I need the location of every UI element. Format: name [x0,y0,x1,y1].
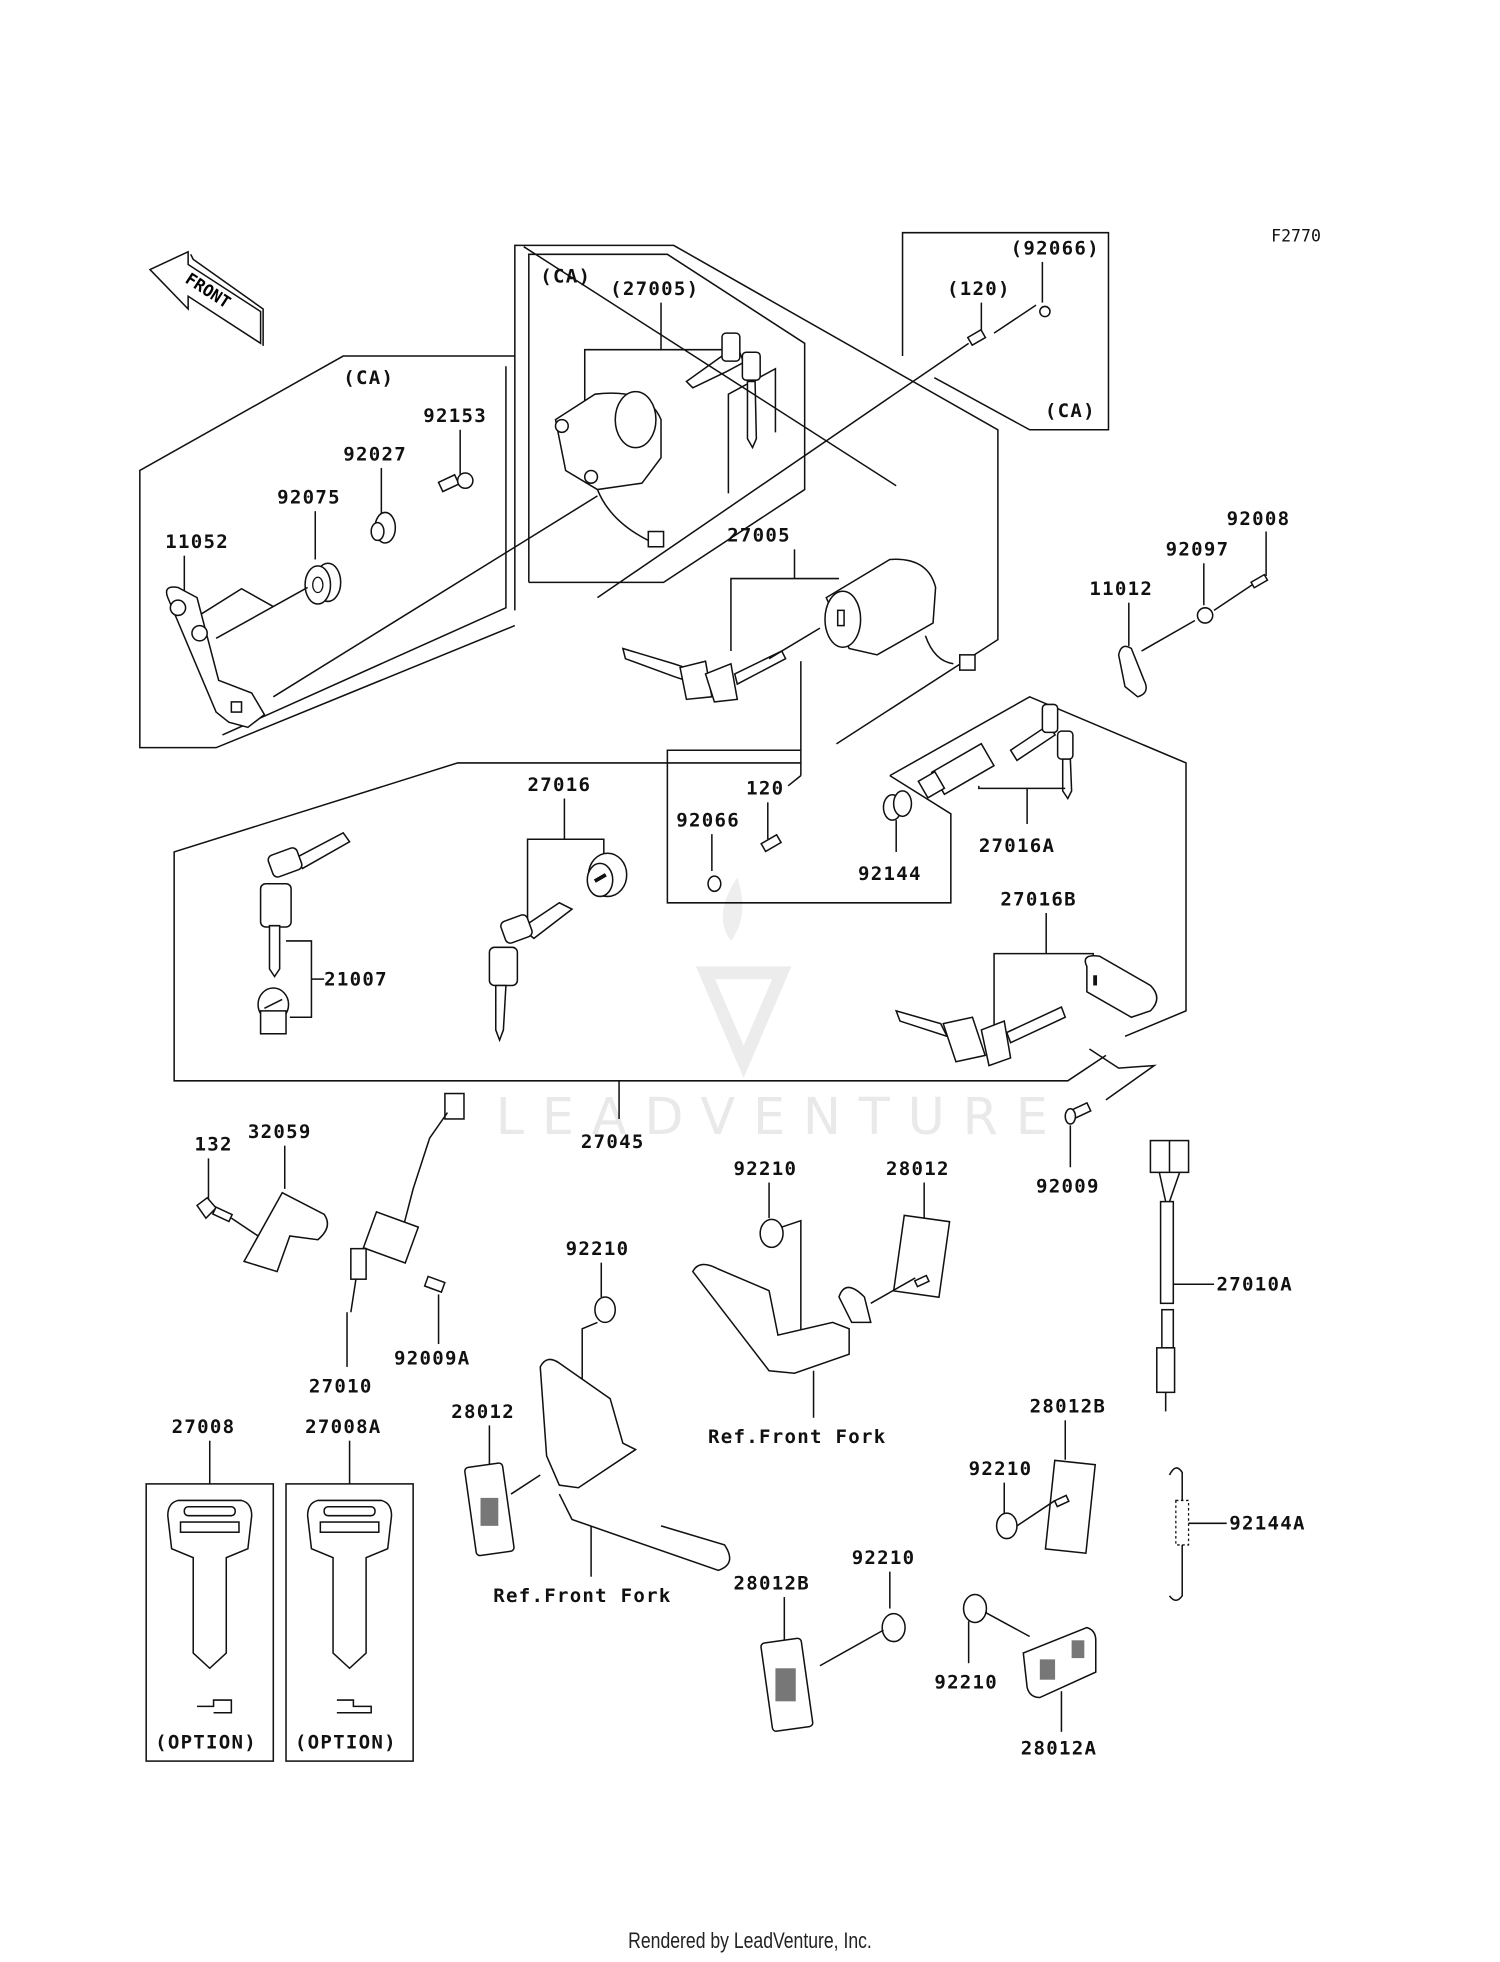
part-32059-bracket [242,1191,329,1273]
part-92008-bolt [1250,573,1269,589]
part-92210-nut [759,1218,784,1249]
part-27016B-lock [1084,955,1158,1019]
label-option-a: (OPTION) [155,1731,257,1753]
label-92027: 92027 [343,443,407,465]
part-27005-keys [621,647,787,703]
label-120: 120 [746,778,784,800]
part-92066-washer-ca [1039,305,1051,318]
group-ca-left: (CA) [343,367,394,389]
part-28012B-reflector-right [1044,1459,1097,1555]
label-92144A: 92144A [1229,1513,1305,1535]
part-11012-plate [1117,645,1147,698]
front-arrow-icon: FRONT [148,250,264,346]
label-27016A: 27016A [979,835,1055,857]
label-92144: 92144 [858,863,922,885]
part-front-fork-bracket-left [539,1358,731,1572]
label-11052: 11052 [165,531,229,553]
label-ref-front-fork-a: Ref.Front Fork [708,1426,886,1448]
label-132: 132 [194,1134,232,1156]
part-27010A-switch [1149,1139,1190,1412]
part-21007-lock-cylinder [257,987,290,1035]
part-92210-nut [881,1612,906,1643]
part-27016A-keys [1009,703,1074,801]
label-27005-paren: (27005) [610,278,699,300]
part-28012-reflector-right [892,1214,951,1299]
label-92066: 92066 [676,810,740,832]
part-92144-spring [882,790,913,821]
label-27016: 27016 [528,774,592,796]
label-11012: 11012 [1089,578,1153,600]
part-28012-reflector-left [464,1462,515,1557]
part-21007-keys [259,831,351,978]
label-27010A: 27010A [1217,1274,1293,1296]
label-28012B-b: 28012B [733,1572,809,1594]
part-120-screw-ca [966,328,987,347]
watermark: LEADVENTURE [496,877,1066,1146]
label-92066-paren: (92066) [1011,237,1100,259]
label-92210-b: 92210 [566,1238,630,1260]
part-27008A-key [306,1499,393,1670]
part-27016-keys [488,901,574,1043]
part-92027-collar [370,511,397,544]
part-92066-washer [707,875,722,893]
label-92097: 92097 [1166,539,1230,561]
part-120-screw [760,833,783,853]
label-27005: 27005 [727,525,791,547]
part-11052-bracket [165,586,266,729]
part-27005-keys-ca [685,332,761,450]
part-92210-nut [962,1593,988,1624]
cut-icon [336,1699,372,1714]
part-27016-lock-cylinder [586,852,628,898]
part-front-fork-bracket-right [691,1263,872,1375]
part-132-bolt [195,1196,234,1223]
group-ca-right: (CA) [1045,400,1096,422]
label-27016B: 27016B [1000,888,1076,910]
part-92075-grommet [304,562,342,605]
label-92210-d: 92210 [852,1547,916,1569]
part-92210-nut [594,1296,617,1324]
part-92009-screw [1064,1101,1092,1125]
diagram-code: F2770 [1271,227,1321,246]
label-92008: 92008 [1227,508,1291,530]
part-92009A-screw [423,1275,446,1294]
footer-credit: Rendered by LeadVenture, Inc. [628,1928,872,1953]
part-27010-switch [350,1092,465,1313]
group-ca-center: (CA) [540,265,591,287]
part-27005-ignition-switch [824,558,976,671]
label-92153: 92153 [423,405,487,427]
label-28012A: 28012A [1021,1738,1097,1760]
label-27008A: 27008A [305,1416,381,1438]
label-92009A: 92009A [394,1347,470,1369]
part-92097-washer [1196,607,1214,624]
cut-icon [197,1699,233,1714]
label-27008: 27008 [172,1416,236,1438]
label-ref-front-fork-b: Ref.Front Fork [493,1585,671,1607]
label-27010: 27010 [309,1375,373,1397]
label-120-paren: (120) [947,278,1011,300]
label-28012-a: 28012 [886,1158,950,1180]
label-92210-a: 92210 [733,1158,797,1180]
label-28012-b: 28012 [451,1401,515,1423]
part-28012B-reflector-lower [760,1637,814,1732]
label-92009: 92009 [1036,1176,1100,1198]
part-27005-ignition-switch-ca [554,390,665,548]
label-92075: 92075 [277,487,341,509]
part-27008-key [167,1499,253,1670]
part-92144A-spring [1168,1467,1190,1601]
label-option-b: (OPTION) [295,1731,397,1753]
part-27016B-keys [894,1006,1067,1067]
part-27016A-lock [917,742,996,799]
part-92153-screw [437,472,474,493]
label-28012B-a: 28012B [1030,1396,1106,1418]
part-28012A-reflector [1022,1626,1097,1699]
part-92210-nut [995,1512,1018,1540]
label-92210-c: 92210 [969,1458,1033,1480]
label-21007: 21007 [324,968,388,990]
label-27045: 27045 [581,1131,645,1153]
label-32059: 32059 [248,1121,312,1143]
label-92210-e: 92210 [934,1672,998,1694]
watermark-text: LEADVENTURE [496,1087,1066,1146]
